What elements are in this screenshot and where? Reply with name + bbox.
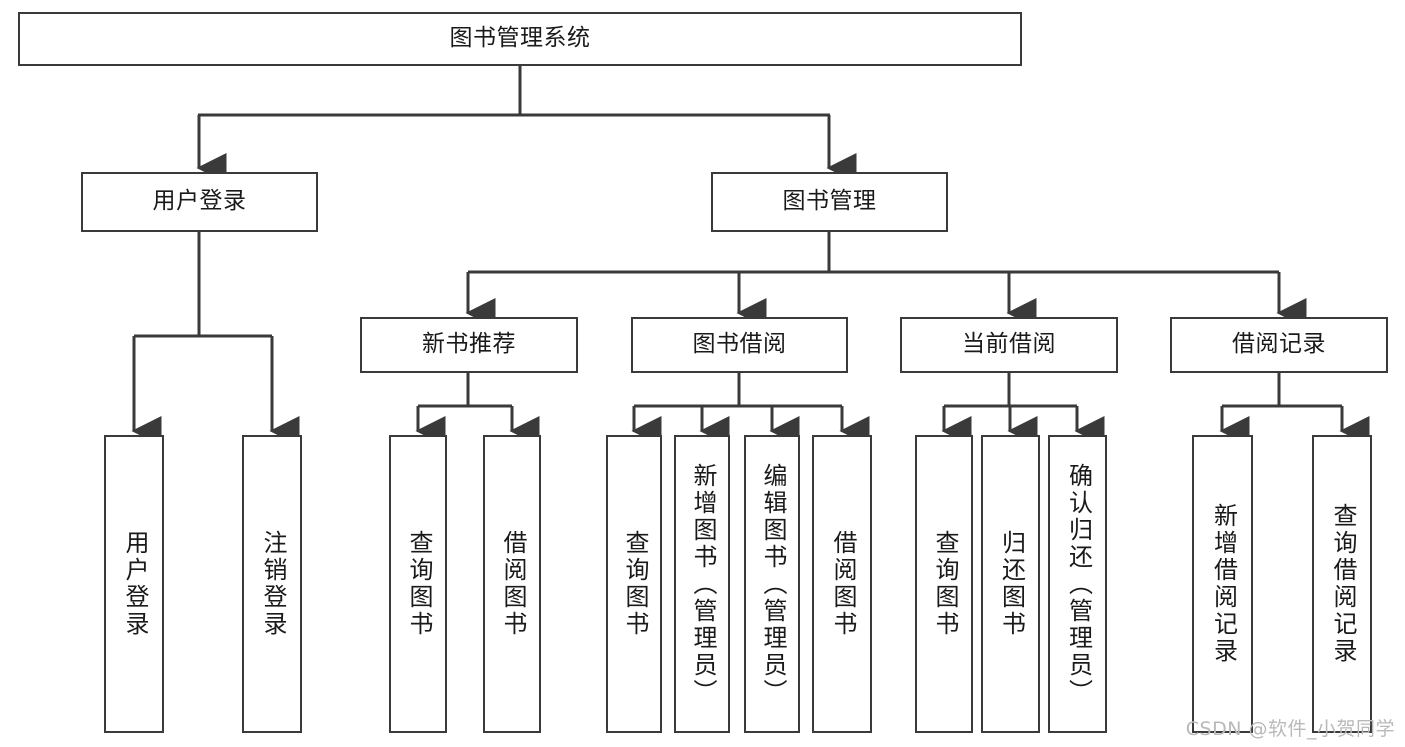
edge-root-bus — [198, 66, 830, 117]
edge-user-login-bus — [134, 232, 272, 338]
node-leaf-return-book-label: 归还图书 — [997, 530, 1026, 638]
node-book-borrow[interactable]: 图书借阅 — [631, 317, 848, 373]
node-leaf-borrow-book-2[interactable]: 借阅图书 — [812, 435, 872, 733]
node-leaf-query-book-1-label: 查询图书 — [404, 530, 433, 638]
node-current-borrow[interactable]: 当前借阅 — [900, 317, 1118, 373]
node-book-borrow-label: 图书借阅 — [692, 331, 787, 358]
node-leaf-borrow-book-1-label: 借阅图书 — [498, 530, 527, 638]
edge-new-book-recommend-bus — [418, 373, 512, 408]
node-leaf-query-book-1[interactable]: 查询图书 — [389, 435, 447, 733]
node-leaf-query-book-3-label: 查询图书 — [930, 530, 959, 638]
node-leaf-query-record-label: 查询借阅记录 — [1328, 503, 1357, 665]
node-leaf-edit-book-label: 编辑图书（管理员） — [758, 462, 787, 706]
node-leaf-user-login-label: 用户登录 — [120, 530, 149, 638]
node-leaf-user-logout-label: 注销登录 — [258, 530, 287, 638]
node-leaf-add-book-label: 新增图书（管理员） — [688, 462, 717, 706]
edge-book-borrow-bus — [634, 373, 842, 408]
node-leaf-user-login[interactable]: 用户登录 — [104, 435, 164, 733]
node-leaf-confirm-return[interactable]: 确认归还（管理员） — [1048, 435, 1107, 733]
node-book-manage-label: 图书管理 — [782, 188, 877, 215]
node-leaf-add-record[interactable]: 新增借阅记录 — [1192, 435, 1253, 733]
node-user-login-label: 用户登录 — [152, 188, 247, 215]
node-leaf-query-book-3[interactable]: 查询图书 — [915, 435, 973, 733]
node-user-login[interactable]: 用户登录 — [81, 172, 318, 232]
node-leaf-query-book-2[interactable]: 查询图书 — [606, 435, 662, 733]
edge-book-manage-bus — [468, 232, 1279, 274]
edge-current-borrow-bus — [944, 373, 1077, 408]
node-leaf-query-book-2-label: 查询图书 — [620, 530, 649, 638]
node-leaf-return-book[interactable]: 归还图书 — [981, 435, 1040, 733]
node-leaf-borrow-book-2-label: 借阅图书 — [828, 530, 857, 638]
node-borrow-record[interactable]: 借阅记录 — [1170, 317, 1388, 373]
node-leaf-query-record[interactable]: 查询借阅记录 — [1312, 435, 1372, 733]
node-new-book-recommend[interactable]: 新书推荐 — [360, 317, 578, 373]
node-leaf-borrow-book-1[interactable]: 借阅图书 — [483, 435, 541, 733]
node-book-manage[interactable]: 图书管理 — [711, 172, 948, 232]
node-leaf-confirm-return-label: 确认归还（管理员） — [1064, 462, 1093, 706]
node-leaf-add-record-label: 新增借阅记录 — [1209, 503, 1238, 665]
node-new-book-recommend-label: 新书推荐 — [422, 331, 516, 358]
node-current-borrow-label: 当前借阅 — [962, 331, 1056, 358]
node-leaf-add-book[interactable]: 新增图书（管理员） — [674, 435, 730, 733]
node-root-label: 图书管理系统 — [449, 25, 591, 52]
edge-borrow-record-bus — [1222, 373, 1342, 408]
node-borrow-record-label: 借阅记录 — [1232, 331, 1326, 358]
node-root[interactable]: 图书管理系统 — [18, 12, 1022, 66]
node-leaf-user-logout[interactable]: 注销登录 — [242, 435, 302, 733]
node-leaf-edit-book[interactable]: 编辑图书（管理员） — [744, 435, 800, 733]
watermark-text: CSDN @软件_小贺同学 — [1185, 718, 1395, 740]
